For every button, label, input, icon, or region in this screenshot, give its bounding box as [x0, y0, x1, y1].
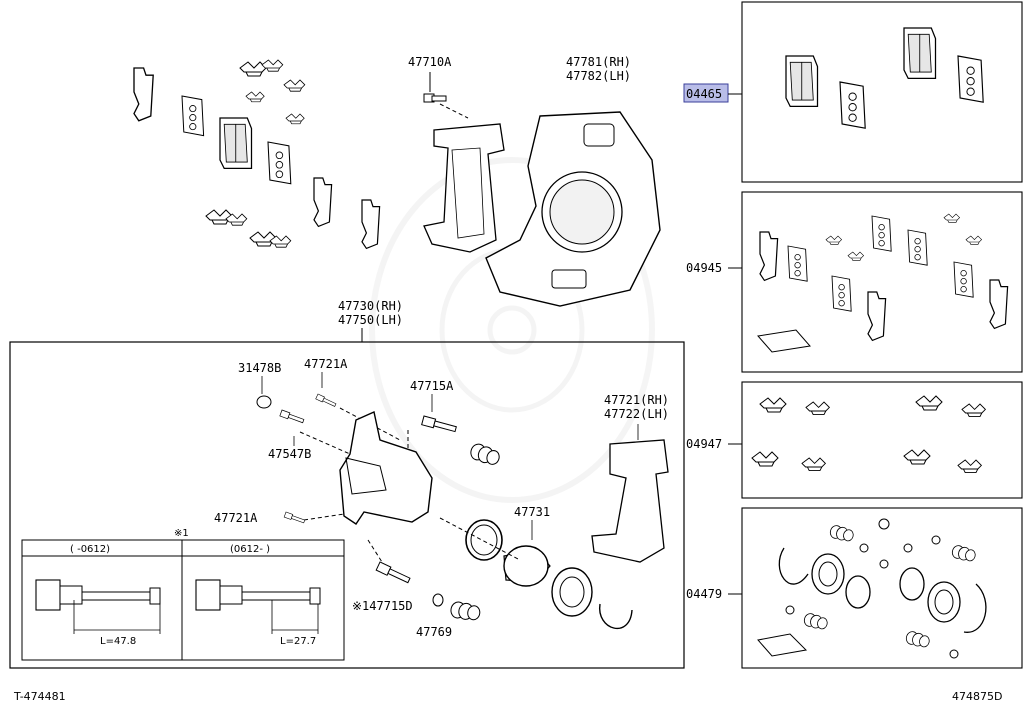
label-47782: 47782(LH): [566, 69, 631, 83]
label-47721: 47721(RH): [604, 393, 669, 407]
pad-kit-exploded: [133, 59, 381, 250]
label-47750: 47750(LH): [338, 313, 403, 327]
inset-left-header: ( -0612): [70, 544, 110, 555]
kit-panel-04947: [741, 381, 1023, 499]
label-47781: 47781(RH): [566, 55, 631, 69]
bolt-47710a[interactable]: [423, 72, 469, 119]
label-47730: 47730(RH): [338, 299, 403, 313]
svg-text:04947: 04947: [686, 437, 722, 451]
label-47715d: ※147715D: [352, 599, 413, 613]
bolt-47721a-top[interactable]: [315, 372, 401, 441]
kit-label-04947[interactable]: 04947: [686, 437, 722, 451]
kit-label-04465[interactable]: 04465: [683, 83, 729, 103]
svg-text:04945: 04945: [686, 261, 722, 275]
kit-panel-04465: [741, 1, 1023, 183]
label-47715a: 47715A: [410, 379, 454, 393]
label-47547b: 47547B: [268, 447, 311, 461]
footer-right-code: 474875D: [952, 690, 1002, 703]
kit-04479-seals: [757, 518, 987, 659]
caliper-assembly-frame: [9, 341, 685, 669]
piston-seal-kit-47731[interactable]: [439, 517, 633, 630]
slide-pin-47715d[interactable]: [367, 539, 412, 586]
label-47731: 47731: [514, 505, 550, 519]
label-47721a-top: 47721A: [304, 357, 348, 371]
kit-panel-04945: [741, 191, 1023, 373]
cap-31478b[interactable]: [256, 376, 272, 409]
caliper-cylinder-47730[interactable]: [299, 411, 433, 525]
kit-04947-clips: [751, 395, 986, 474]
label-47710a: 47710A: [408, 55, 452, 69]
kit-label-04479[interactable]: 04479: [686, 587, 722, 601]
slide-pin-47715a[interactable]: [421, 394, 502, 468]
note-mark: ※1: [174, 528, 189, 539]
footer-left-code: T-474481: [13, 690, 66, 703]
pin-length-inset: ( -0612) (0612- ) L=47.8 L=27.7: [21, 539, 345, 661]
kit-04465-pads: [785, 27, 984, 129]
kit-panel-04479: [741, 507, 1023, 669]
boot-47769[interactable]: [432, 593, 482, 623]
svg-text:04479: 04479: [686, 587, 722, 601]
inset-len-left: L=47.8: [100, 636, 136, 647]
disc-brake-dust-cover[interactable]: [485, 111, 661, 307]
svg-text:04465: 04465: [686, 87, 722, 101]
label-47769: 47769: [416, 625, 452, 639]
inset-right-header: (0612- ): [230, 544, 270, 555]
bolt-47721a-bottom[interactable]: [283, 511, 306, 525]
label-47721a-bot: 47721A: [214, 511, 258, 525]
caliper-mounting-bracket-47721[interactable]: [591, 424, 669, 563]
label-47722: 47722(LH): [604, 407, 669, 421]
label-31478b: 31478B: [238, 361, 281, 375]
caliper-mounting-bracket-top[interactable]: [423, 123, 505, 253]
kit-04945-shims: [757, 213, 1009, 353]
inset-len-right: L=27.7: [280, 636, 316, 647]
kit-label-04945[interactable]: 04945: [686, 261, 722, 275]
bleeder-plug-47547b[interactable]: [279, 409, 305, 446]
